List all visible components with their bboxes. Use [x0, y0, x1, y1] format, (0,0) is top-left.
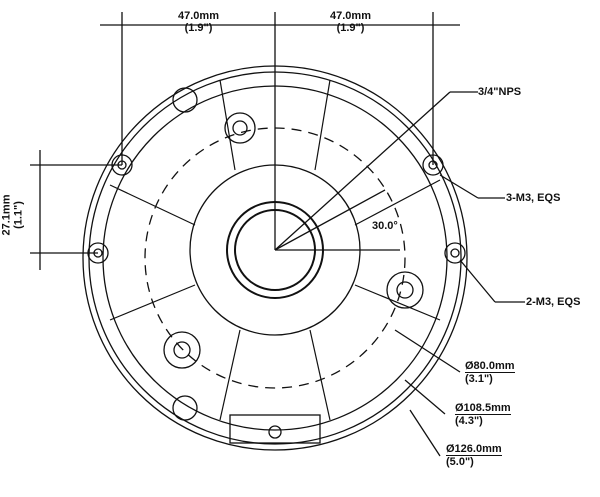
outer-rim: [82, 65, 468, 451]
callout-center-thread: 3/4"NPS: [478, 86, 522, 98]
dim-diameter-inner: Ø80.0mm(3.1"): [465, 360, 515, 385]
callout-holes-3: 3-M3, EQS: [506, 192, 561, 204]
dim-vertical-offset: 27.1mm(1.1"): [0, 194, 25, 236]
dim-diameter-middle: Ø108.5mm(4.3"): [455, 402, 511, 427]
dim-diameter-outer: Ø126.0mm(5.0"): [446, 443, 502, 468]
dim-left-width: 47.0mm(1.9"): [178, 10, 219, 34]
dim-right-width: 47.0mm(1.9"): [330, 10, 371, 34]
callout-holes-2: 2-M3, EQS: [526, 296, 581, 308]
dim-angle: 30.0°: [372, 220, 398, 232]
bolt-circle: [144, 127, 406, 389]
